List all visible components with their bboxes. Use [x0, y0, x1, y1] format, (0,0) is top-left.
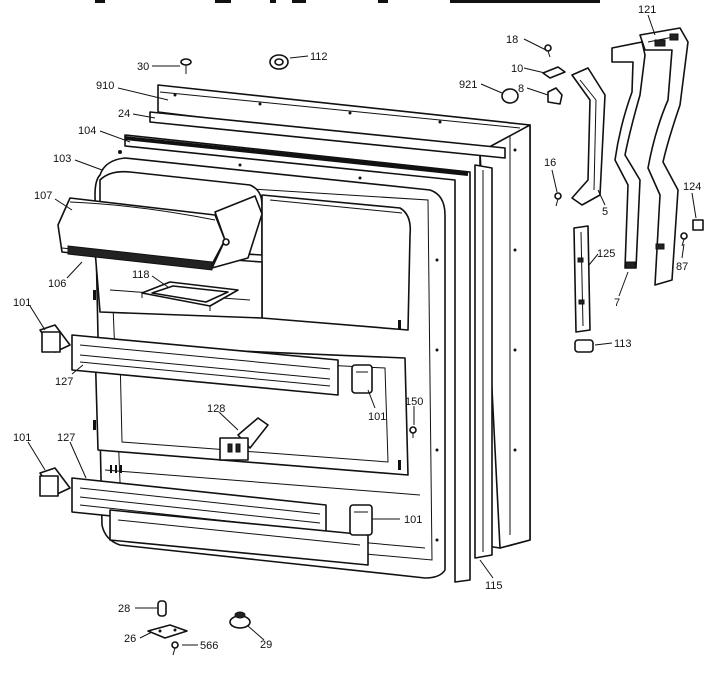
cap-29	[229, 611, 251, 629]
shelf-end-cap-4	[349, 504, 373, 536]
label-127-b: 127	[57, 432, 75, 444]
label-10: 10	[511, 63, 523, 75]
label-103: 103	[53, 153, 71, 165]
plate-26	[147, 624, 188, 639]
bottom-shelf-rail	[109, 509, 369, 566]
label-28: 28	[118, 603, 130, 615]
bushing-8	[547, 87, 563, 105]
side-trim-strip	[474, 164, 493, 559]
cap-921	[501, 88, 519, 104]
washer-10	[542, 66, 566, 79]
shelf-end-cap-2	[351, 364, 373, 394]
door-shelf-bar-upper	[71, 334, 339, 396]
pin-28	[157, 600, 167, 617]
shelf-end-cap-1	[39, 324, 71, 353]
door-handle-7	[611, 41, 646, 269]
handle-bracket-5	[571, 67, 606, 206]
screw-87	[680, 232, 688, 247]
label-112: 112	[310, 51, 328, 63]
label-8: 8	[518, 83, 524, 95]
cap-124	[692, 219, 704, 231]
label-107: 107	[34, 190, 52, 202]
label-128: 128	[207, 403, 225, 415]
label-566: 566	[200, 640, 218, 652]
dairy-door-hinge	[67, 245, 213, 271]
label-113: 113	[614, 338, 632, 350]
leader-lines	[27, 14, 697, 646]
butter-tray	[141, 281, 239, 311]
plug-113	[574, 339, 594, 353]
screw-16	[554, 192, 562, 207]
label-30: 30	[137, 61, 149, 73]
label-921: 921	[459, 79, 477, 91]
label-87: 87	[676, 261, 688, 273]
breaker-strip	[149, 111, 506, 159]
label-118: 118	[132, 269, 150, 281]
label-127-a: 127	[55, 376, 73, 388]
screw-566	[171, 641, 179, 656]
label-101-c: 101	[13, 432, 31, 444]
label-16: 16	[544, 157, 556, 169]
screw-150	[409, 426, 417, 438]
door-handle-121	[639, 27, 689, 286]
label-106: 106	[48, 278, 66, 290]
callout-labels: 30 112 910 24 104 103 107 106 118 101 12…	[13, 4, 701, 652]
label-7: 7	[614, 297, 620, 309]
label-24: 24	[118, 108, 130, 120]
label-5: 5	[602, 206, 608, 218]
label-26: 26	[124, 633, 136, 645]
screw-30	[180, 58, 192, 74]
label-101-d: 101	[404, 514, 422, 526]
shelf-end-cap-3	[39, 467, 71, 497]
screw-18	[544, 44, 552, 58]
label-104: 104	[78, 125, 96, 137]
shelf-bracket	[219, 417, 269, 461]
label-18: 18	[506, 34, 518, 46]
label-125: 125	[597, 248, 615, 260]
trim-strip-125	[573, 225, 591, 333]
label-101-a: 101	[13, 297, 31, 309]
label-910: 910	[96, 80, 114, 92]
label-101-b: 101	[368, 411, 386, 423]
plug-112	[269, 54, 289, 70]
door-gasket	[124, 134, 471, 583]
label-29: 29	[260, 639, 272, 651]
top-edge-marks	[95, 0, 600, 3]
label-150: 150	[405, 396, 423, 408]
label-115: 115	[485, 580, 503, 592]
label-121: 121	[638, 4, 656, 16]
label-124: 124	[683, 181, 701, 193]
